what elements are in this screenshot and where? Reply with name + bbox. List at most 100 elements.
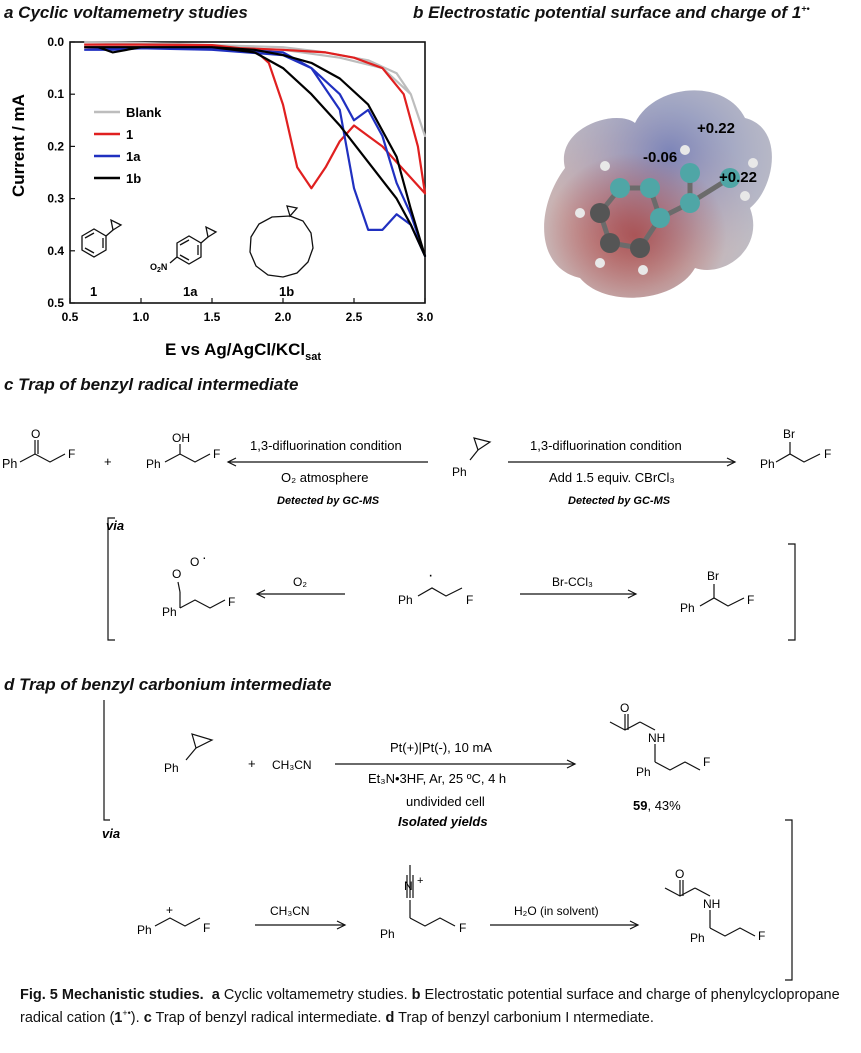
x-axis-label: E vs Ag/AgCl/KClsat xyxy=(165,340,321,363)
caption-b-sup: +• xyxy=(122,1008,131,1018)
caption-c: c xyxy=(143,1009,152,1026)
radical-dot: · xyxy=(428,567,433,584)
ph-label: Ph xyxy=(690,931,705,945)
plus-sign: + xyxy=(104,454,112,469)
plus-sign: + xyxy=(248,756,256,771)
series-line-1b xyxy=(84,46,427,258)
o-label: O xyxy=(675,867,684,881)
y-tick-label: 0.0 xyxy=(47,35,64,49)
nh-label: NH xyxy=(648,731,665,745)
condition-cell: undivided cell xyxy=(406,794,485,809)
right-condition-bottom: Add 1.5 equiv. CBrCl₃ xyxy=(549,470,675,485)
ph-label: Ph xyxy=(146,457,161,471)
esp-surface-figure: -0.06 +0.22 +0.22 xyxy=(544,90,772,298)
right-detection: Detected by GC-MS xyxy=(568,495,671,507)
ring-carbons xyxy=(590,203,650,258)
o-label: O xyxy=(620,701,629,715)
nitrilium-plus: + xyxy=(417,875,423,887)
f-label: F xyxy=(68,447,75,461)
via-label: via xyxy=(106,518,124,533)
caption-b-text: Electrostatic potential surface and char… xyxy=(20,987,840,1026)
charge-left: -0.06 xyxy=(643,149,677,166)
y-tick-label: 0.4 xyxy=(47,244,64,258)
radical-dot: · xyxy=(202,549,207,565)
caption-b-compound: 1 xyxy=(114,1009,123,1026)
x-tick-label: 2.0 xyxy=(275,310,292,324)
y-tick-label: 0.1 xyxy=(47,87,64,101)
left-condition-bottom: O₂ atmosphere xyxy=(281,470,368,485)
structure-1b xyxy=(249,205,314,278)
panel-d-title: d Trap of benzyl carbonium intermediate xyxy=(4,675,332,694)
f-label: F xyxy=(203,921,210,935)
via-label: via xyxy=(102,826,120,841)
structure-label-1: 1 xyxy=(90,284,97,299)
f-label: F xyxy=(228,595,235,609)
via-brccl3-reagent: Br-CCl₃ xyxy=(552,575,593,589)
charge-right: +0.22 xyxy=(719,169,757,186)
left-detection: Detected by GC-MS xyxy=(277,495,380,507)
o-label: O xyxy=(31,427,40,441)
right-condition-top: 1,3-difluorination condition xyxy=(530,438,682,453)
hydrogen-atoms xyxy=(575,145,758,275)
caption-a-text: Cyclic voltamemetry studies. xyxy=(219,987,412,1003)
via-o2-reagent: O₂ xyxy=(293,575,307,589)
y-tick-label: 0.2 xyxy=(47,139,64,153)
o-label: O xyxy=(190,555,199,569)
caption-a: a xyxy=(211,987,220,1003)
ph-label: Ph xyxy=(680,601,695,615)
f-label: F xyxy=(747,593,754,607)
nitro-label: O2N xyxy=(150,262,167,274)
ph-label: Ph xyxy=(398,593,413,607)
y-tick-label: 0.3 xyxy=(47,192,64,206)
f-label: F xyxy=(466,593,473,607)
ph-label: Ph xyxy=(452,465,467,479)
f-label: F xyxy=(703,755,710,769)
figure-caption: Fig. 5 Mechanistic studies. a Cyclic vol… xyxy=(20,986,850,1027)
ph-label: Ph xyxy=(164,761,179,775)
acetonitrile-reagent: CH₃CN xyxy=(272,758,312,772)
caption-figure-label: Fig. 5 Mechanistic studies. xyxy=(20,987,204,1003)
legend-label: 1a xyxy=(126,149,141,164)
ph-label: Ph xyxy=(2,457,17,471)
n-label: N xyxy=(404,879,413,893)
cation-plus: + xyxy=(166,903,173,917)
f-label: F xyxy=(213,447,220,461)
structure-1 xyxy=(81,218,123,258)
x-tick-label: 1.0 xyxy=(133,310,150,324)
series-line-1 xyxy=(84,43,427,195)
f-label: F xyxy=(824,447,831,461)
caption-b-end: ). xyxy=(130,1009,144,1026)
scheme-c: Ph O F + Ph OH F 1,3-difluorination cond… xyxy=(2,427,831,641)
y-axis-label: Current / mA xyxy=(9,94,28,197)
caption-c-text: Trap of benzyl radical intermediate. xyxy=(151,1009,386,1026)
legend-label: 1b xyxy=(126,171,141,186)
via-water-reagent: H₂O (in solvent) xyxy=(514,904,599,918)
ph-label: Ph xyxy=(137,923,152,937)
x-tick-label: 3.0 xyxy=(417,310,434,324)
charge-top: +0.22 xyxy=(697,120,735,137)
panel-a-title: a Cyclic voltamemetry studies xyxy=(4,3,248,22)
condition-electrodes: Pt(+)|Pt(-), 10 mA xyxy=(390,740,492,755)
x-tick-label: 1.5 xyxy=(204,310,221,324)
ph-label: Ph xyxy=(380,927,395,941)
oh-label: OH xyxy=(172,431,190,445)
nh-label: NH xyxy=(703,897,720,911)
plot-frame xyxy=(69,41,426,304)
structure-label-1b: 1b xyxy=(279,284,294,299)
x-tick-label: 0.5 xyxy=(62,310,79,324)
ph-label: Ph xyxy=(636,765,651,779)
panel-c-title: c Trap of benzyl radical intermediate xyxy=(4,375,299,394)
caption-d: d xyxy=(385,1009,395,1026)
br-label: Br xyxy=(707,569,719,583)
condition-reagents: Et₃N•3HF, Ar, 25 ºC, 4 h xyxy=(368,771,506,786)
caption-d-text: Trap of benzyl carbonium I ntermediate. xyxy=(394,1009,654,1026)
ph-label: Ph xyxy=(760,457,775,471)
scheme-d: Ph + CH₃CN Pt(+)|Pt(-), 10 mA Et₃N•3HF, … xyxy=(102,700,793,981)
via-acetonitrile-reagent: CH₃CN xyxy=(270,904,310,918)
ph-label: Ph xyxy=(162,605,177,619)
cv-chart: 0.5 1.0 1.5 2.0 2.5 3.0 0.0 0.1 0.2 0.3 0.4 0.5 Cur… xyxy=(9,35,434,363)
x-tick-label: 2.5 xyxy=(346,310,363,324)
legend-label: Blank xyxy=(126,105,162,120)
f-label: F xyxy=(459,921,466,935)
y-tick-label: 0.5 xyxy=(47,296,64,310)
